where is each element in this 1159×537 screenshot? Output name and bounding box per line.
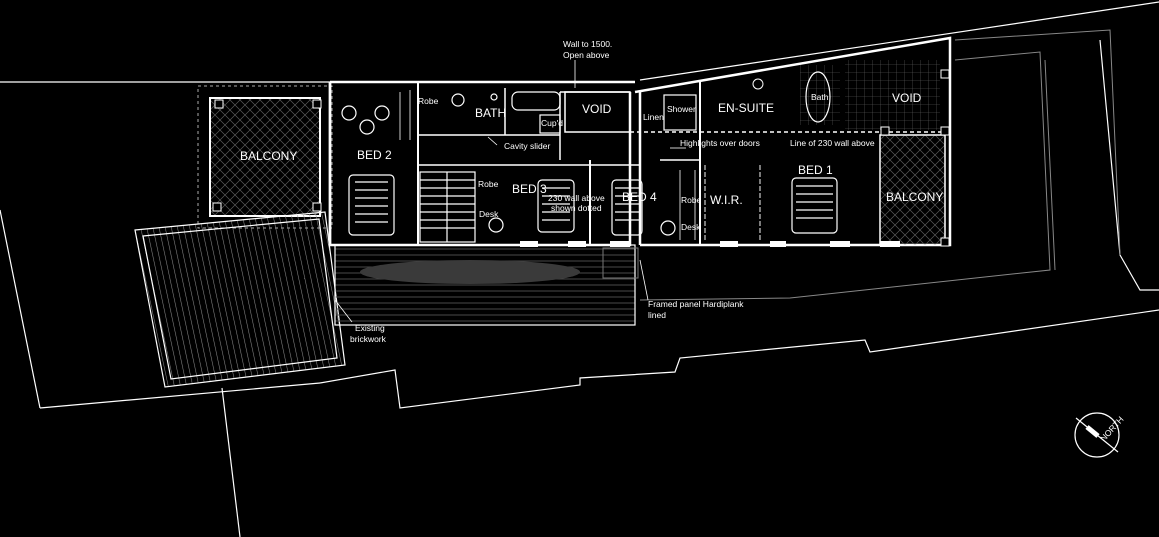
fixture-label-desk-bed3: Desk xyxy=(479,209,499,219)
note-wall-to-1500: Wall to 1500. xyxy=(563,39,612,49)
room-label-void-center: VOID xyxy=(582,102,612,116)
note-line-of-230-wall: Line of 230 wall above xyxy=(790,138,875,148)
bed4-details xyxy=(611,170,696,240)
balcony-left xyxy=(197,85,333,229)
fixture-label-cupd: Cup'd xyxy=(541,118,563,128)
wir-details xyxy=(704,165,761,240)
note-230-wall-above: 230 wall above xyxy=(548,193,605,203)
room-label-bed-1: BED 1 xyxy=(798,163,833,177)
fixture-label-robe-bed4: Robe xyxy=(681,195,702,205)
fixture-label-bath: Bath xyxy=(811,92,829,102)
east-wing-walls xyxy=(630,36,952,247)
bed1-details xyxy=(791,177,838,234)
room-label-void-right: VOID xyxy=(892,91,922,105)
room-label-bath: BATH xyxy=(475,106,506,120)
fixture-label-linen: Linen xyxy=(643,112,664,122)
note-framed-panel: Framed panel Hardiplank xyxy=(648,299,744,309)
ensuite-details xyxy=(663,60,940,131)
note-cavity-slider: Cavity slider xyxy=(504,141,550,151)
fixture-label-desk-bed4: Desk xyxy=(681,222,701,232)
room-label-en-suite: EN-SUITE xyxy=(718,101,774,115)
fixture-label-robe-bed2: Robe xyxy=(418,96,439,106)
roof-area xyxy=(334,244,639,326)
note-shown-dotted: shown dotted xyxy=(551,203,602,213)
north-arrow: NORTH xyxy=(1074,412,1126,458)
void-center xyxy=(564,91,631,133)
bed3-details xyxy=(488,179,575,233)
note-lined: lined xyxy=(648,310,666,320)
bed2-details xyxy=(341,90,411,236)
note-brickwork: brickwork xyxy=(350,334,387,344)
room-label-balcony-left: BALCONY xyxy=(240,149,297,163)
fixture-label-shower: Shower xyxy=(667,104,696,114)
room-label-bed-2: BED 2 xyxy=(357,148,392,162)
stairs xyxy=(419,171,476,243)
deck-area xyxy=(134,211,346,388)
fixture-label-robe-bed3: Robe xyxy=(478,179,499,189)
balcony-right xyxy=(879,69,950,247)
window-markers xyxy=(520,241,900,247)
room-label-wir: W.I.R. xyxy=(710,193,743,207)
note-open-above: Open above xyxy=(563,50,610,60)
leader-lines xyxy=(334,60,686,323)
note-existing: Existing xyxy=(355,323,385,333)
bath-details xyxy=(451,91,561,134)
fence-lines xyxy=(639,29,1121,301)
room-label-bed-4: BED 4 xyxy=(622,190,657,204)
room-label-bed-3: BED 3 xyxy=(512,182,547,196)
room-label-balcony-right: BALCONY xyxy=(886,190,943,204)
note-highlights-over-doors: Highlights over doors xyxy=(680,138,760,148)
